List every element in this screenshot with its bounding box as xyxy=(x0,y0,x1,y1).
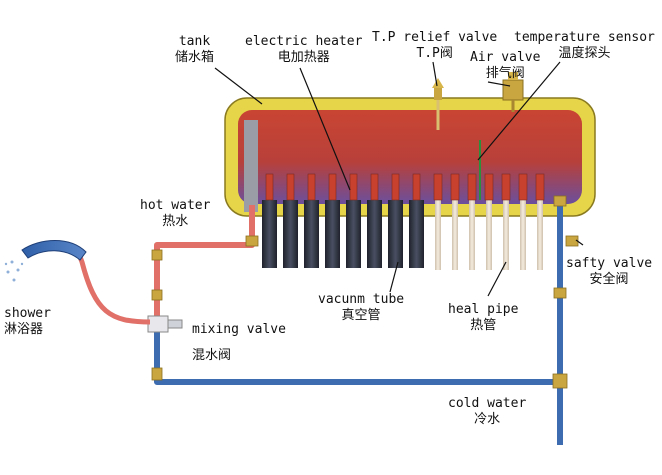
label-hot-water-zh: 热水 xyxy=(162,214,189,229)
label-electric-heater: electric heater 电加热器 xyxy=(245,34,362,66)
hot-water-pipe xyxy=(154,205,255,318)
label-heat-pipe-zh: 热管 xyxy=(470,318,497,333)
label-temperature-sensor-zh: 温度探头 xyxy=(558,46,611,61)
mixing-valve-part xyxy=(147,315,183,333)
cold-water-pipe xyxy=(154,200,563,445)
vacuum-tubes xyxy=(262,200,424,268)
label-hot-water: hot water 热水 xyxy=(140,198,210,230)
label-vacuum-tube: vacunm tube 真空管 xyxy=(318,292,404,324)
label-temperature-sensor: temperature sensor 温度探头 xyxy=(514,30,655,62)
tp-relief-valve-part xyxy=(432,78,444,130)
label-tp-relief-valve: T.P relief valve T.P阀 xyxy=(372,30,497,62)
label-air-valve: Air valve 排气阀 xyxy=(470,50,540,82)
label-vacuum-tube-zh: 真空管 xyxy=(341,308,381,323)
label-heat-pipe-en: heal pipe xyxy=(448,302,519,317)
label-tp-relief-valve-en: T.P relief valve xyxy=(372,30,498,45)
air-valve-part xyxy=(502,72,524,112)
label-hot-water-en: hot water xyxy=(140,198,211,213)
label-mixing-valve: mixing valve 混水阀 xyxy=(192,317,286,369)
label-tank-zh: 储水箱 xyxy=(175,50,215,65)
label-heat-pipe: heal pipe 热管 xyxy=(448,302,518,334)
label-shower: shower 淋浴器 xyxy=(4,306,51,338)
pipe-fittings xyxy=(151,195,579,389)
heat-pipes xyxy=(435,200,543,270)
label-shower-zh: 淋浴器 xyxy=(4,322,44,337)
label-safety-valve-en: safty valve xyxy=(566,256,653,271)
label-electric-heater-zh: 电加热器 xyxy=(277,50,330,65)
shower-part xyxy=(4,240,151,325)
label-tank-en: tank xyxy=(178,34,211,49)
label-shower-en: shower xyxy=(4,306,51,321)
label-safety-valve: safty valve 安全阀 xyxy=(566,256,652,288)
label-tp-relief-valve-zh: T.P阀 xyxy=(416,46,453,61)
label-temperature-sensor-en: temperature sensor xyxy=(514,30,655,45)
label-cold-water-zh: 冷水 xyxy=(474,412,501,427)
tank xyxy=(224,97,596,217)
label-mixing-valve-en: mixing valve xyxy=(192,322,286,337)
label-mixing-valve-zh: 混水阀 xyxy=(192,348,232,363)
label-vacuum-tube-en: vacunm tube xyxy=(318,292,405,307)
label-air-valve-zh: 排气阀 xyxy=(485,66,525,81)
heat-pipe-tops xyxy=(433,173,545,201)
tube-tops xyxy=(265,173,421,201)
label-cold-water-en: cold water xyxy=(448,396,527,411)
label-tank: tank 储水箱 xyxy=(175,34,214,66)
callout-lines xyxy=(214,61,584,297)
label-safety-valve-zh: 安全阀 xyxy=(589,272,629,287)
label-electric-heater-en: electric heater xyxy=(245,34,363,49)
label-air-valve-en: Air valve xyxy=(470,50,541,65)
label-cold-water: cold water 冷水 xyxy=(448,396,526,428)
